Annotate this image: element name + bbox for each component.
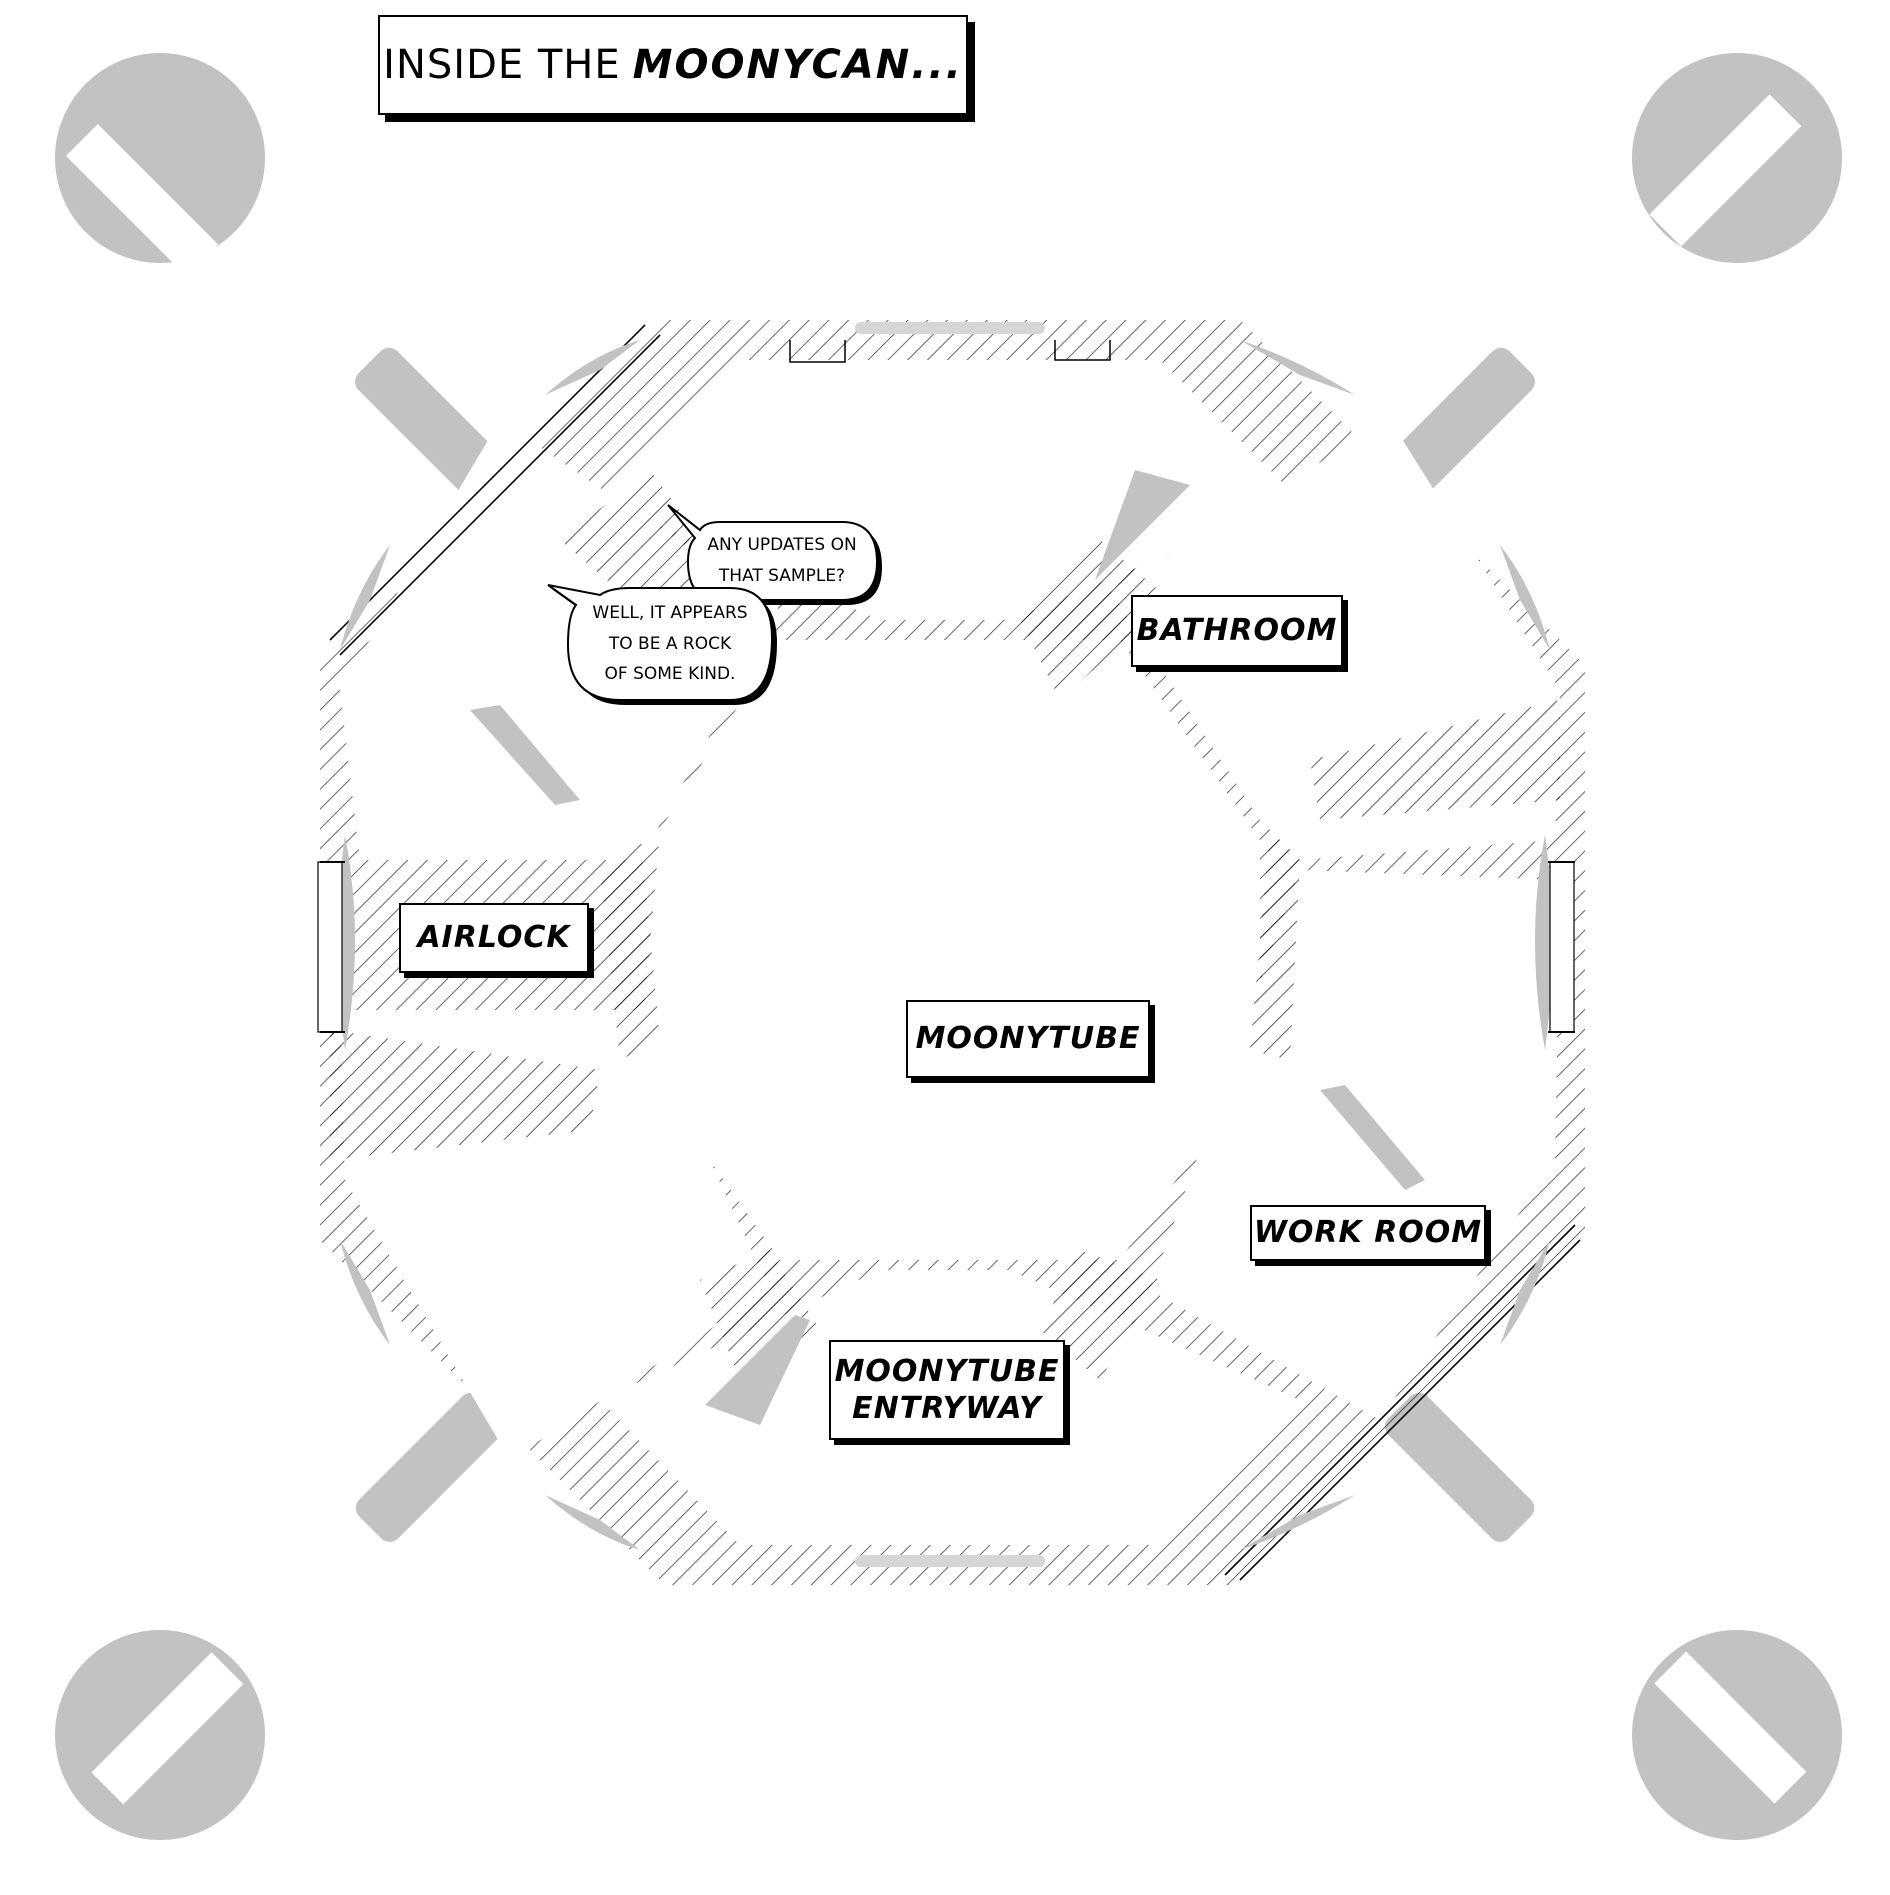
- room-label-moonytube-entryway: MOONYTUBE ENTRYWAY: [829, 1340, 1065, 1440]
- speech-bubble-answer: [547, 584, 777, 705]
- question-line-1: ANY UPDATES ON: [707, 535, 857, 555]
- question-line-2: THAT SAMPLE?: [718, 565, 846, 586]
- room-label-airlock: AIRLOCK: [399, 903, 589, 973]
- support-struts: [355, 347, 1535, 1542]
- question-text: ANY UPDATES ON THAT SAMPLE?: [692, 530, 872, 591]
- entryway-line-2: ENTRYWAY: [852, 1391, 1042, 1426]
- room-label-moonytube: MOONYTUBE: [906, 1000, 1150, 1078]
- corner-decoration-top-left: [55, 53, 265, 277]
- answer-line-3: OF SOME KIND.: [604, 664, 736, 685]
- answer-line-1: WELL, IT APPEARS: [592, 603, 748, 623]
- speech-bubble-question: [667, 504, 882, 605]
- corner-decoration-bottom-left: [55, 1630, 265, 1840]
- title-caption-box: INSIDE THE MOONYCAN...: [378, 15, 968, 115]
- room-label-bathroom: BATHROOM: [1131, 595, 1343, 667]
- room-label-work-room: WORK ROOM: [1250, 1205, 1486, 1261]
- corner-decoration-bottom-right: [1632, 1630, 1842, 1840]
- caption-prefix: INSIDE THE: [383, 42, 621, 88]
- answer-line-2: TO BE A ROCK: [608, 633, 732, 654]
- hatch-doors: [317, 322, 1575, 1567]
- corner-decoration-top-right: [1632, 53, 1842, 263]
- hull-fins: [340, 340, 1550, 1550]
- entryway-line-1: MOONYTUBE: [834, 1353, 1060, 1389]
- caption-emphasis: MOONYCAN...: [632, 42, 963, 88]
- answer-text: WELL, IT APPEARS TO BE A ROCK OF SOME KI…: [572, 598, 768, 690]
